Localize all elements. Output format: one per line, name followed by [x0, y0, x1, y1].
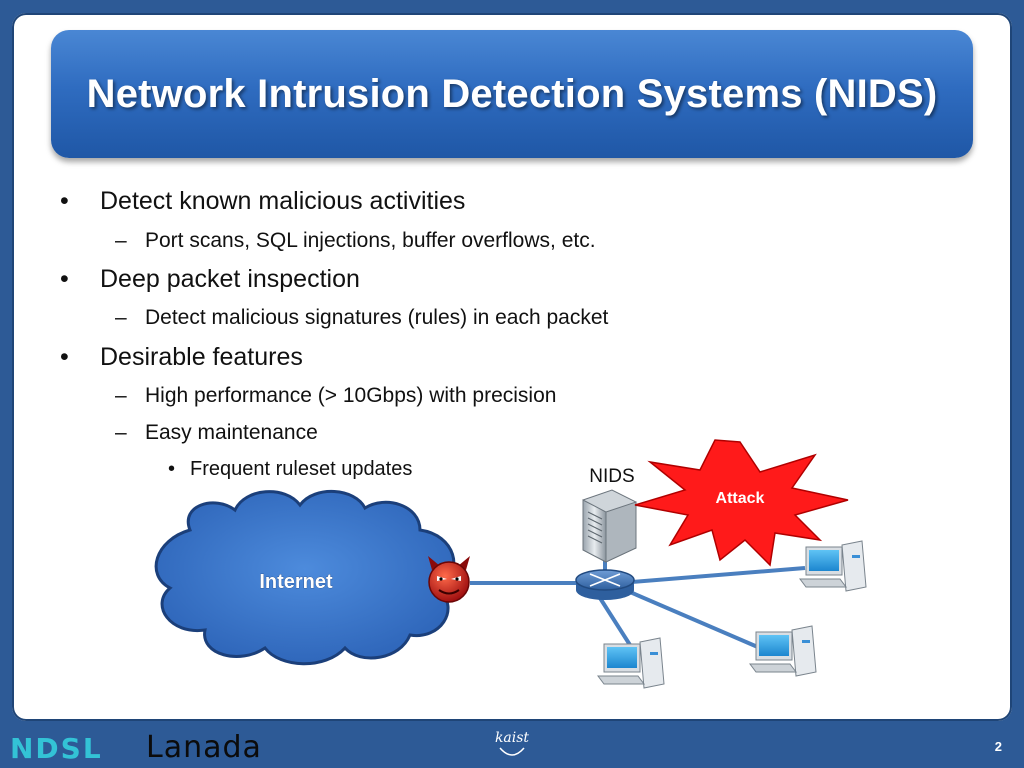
bullet-text: Port scans, SQL injections, buffer overf… [145, 229, 596, 252]
nids-label: NIDS [589, 466, 634, 487]
bullet-text: High performance (> 10Gbps) with precisi… [145, 384, 557, 407]
link-router-pc-right-bottom [629, 590, 761, 650]
network-links [470, 545, 806, 650]
server-icon [582, 489, 637, 563]
footer: NDSL Lanada kaist [10, 730, 529, 765]
page-number: 2 [994, 739, 1002, 754]
bullet-text: Detect malicious signatures (rules) in e… [145, 306, 609, 329]
starburst-icon [634, 439, 849, 567]
ndsl-logo: NDSL [10, 732, 103, 765]
attack-label: Attack [716, 490, 765, 507]
computer-icon [749, 625, 817, 677]
bullet-text: Detect known malicious activities [100, 187, 466, 215]
bullet-marker: – [115, 421, 127, 444]
bullet-marker: • [168, 458, 176, 480]
bullet-marker: • [60, 343, 69, 371]
kaist-logo-swoosh-icon [499, 747, 525, 756]
title-bar: Network Intrusion Detection Systems (NID… [51, 30, 973, 158]
cloud-label: Internet [259, 571, 333, 593]
link-router-pc-bottom [598, 596, 632, 647]
bullet-text: Desirable features [100, 343, 303, 371]
computer-icon [597, 637, 665, 689]
computer-icon [799, 540, 867, 592]
slide-title: Network Intrusion Detection Systems (NID… [86, 72, 938, 116]
kaist-logo: kaist [495, 730, 529, 746]
devil-icon [428, 556, 470, 603]
bullet-marker: – [115, 229, 127, 252]
bullet-text: Frequent ruleset updates [190, 458, 413, 480]
link-router-pc-right-top [631, 566, 806, 584]
bullet-text: Easy maintenance [145, 421, 318, 444]
bullet-marker: • [60, 187, 69, 215]
lanada-logo: Lanada [146, 730, 262, 765]
bullet-marker: – [115, 306, 127, 329]
bullet-text: Deep packet inspection [100, 265, 360, 293]
router-icon [575, 569, 635, 600]
bullet-marker: • [60, 265, 69, 293]
bullet-marker: – [115, 384, 127, 407]
cloud-icon [154, 490, 456, 666]
